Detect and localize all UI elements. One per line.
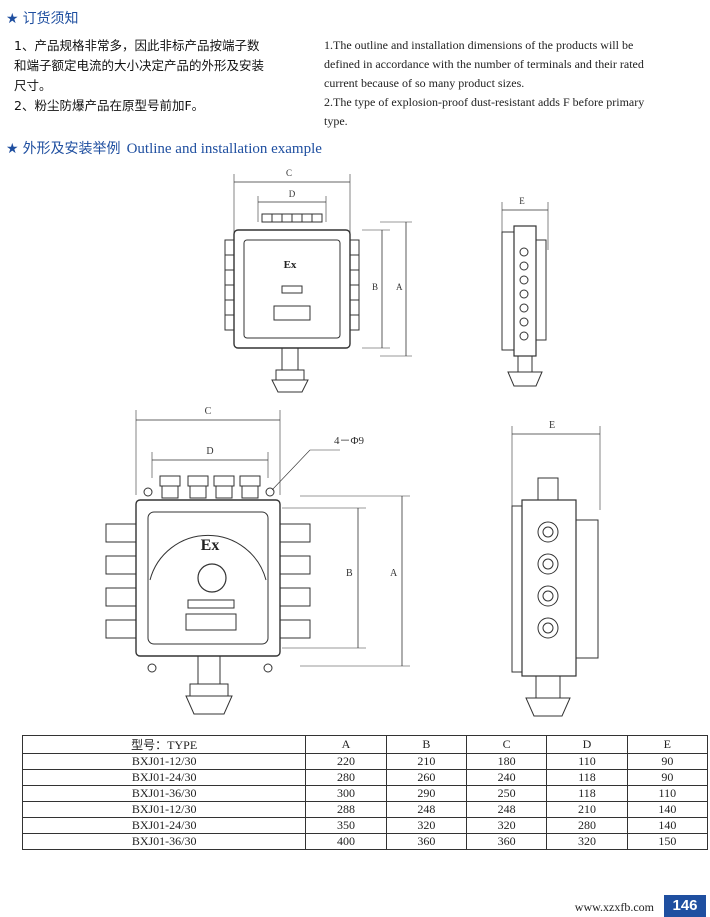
- dim-label-b-large: B: [346, 568, 353, 579]
- footer-url: www.xzxfb.com: [574, 900, 654, 914]
- cell-a: 288: [305, 801, 387, 818]
- header-a: A: [305, 735, 387, 754]
- cell-a: 300: [305, 785, 387, 802]
- header-c: C: [465, 735, 548, 754]
- header-b: B: [385, 735, 467, 754]
- cell-type: BXJ01-12/30: [21, 753, 307, 770]
- table-header-row: 型号：TYPE A B C D E: [21, 735, 709, 754]
- note-line: 1.The outline and installation dimension…: [324, 38, 634, 52]
- cell-d: 110: [546, 753, 628, 770]
- cell-d: 210: [546, 801, 628, 818]
- star-icon: ★: [6, 141, 19, 157]
- cell-c: 250: [465, 785, 548, 802]
- cell-c: 180: [465, 753, 548, 770]
- cell-c: 320: [465, 817, 548, 834]
- note-line: 2.The type of explosion-proof dust-resis…: [324, 95, 645, 109]
- note-line: 和端子额定电流的大小决定产品的外形及安装: [14, 58, 265, 73]
- cell-type: BXJ01-12/30: [21, 801, 307, 818]
- note-line: type.: [324, 114, 348, 128]
- dim-label-c: C: [286, 168, 292, 178]
- cell-d: 118: [546, 769, 628, 786]
- cell-b: 360: [385, 833, 467, 850]
- cell-b: 320: [385, 817, 467, 834]
- note-line: 2、粉尘防爆产品在原型号前加F。: [14, 98, 205, 113]
- cell-a: 220: [305, 753, 387, 770]
- ex-mark-small: Ex: [284, 259, 297, 271]
- header-type: 型号：TYPE: [21, 735, 307, 754]
- dim-label-d-large: D: [206, 446, 213, 457]
- page-number: 146: [664, 895, 706, 917]
- cell-b: 260: [385, 769, 467, 786]
- cell-c: 248: [465, 801, 548, 818]
- cell-type: BXJ01-36/30: [21, 833, 307, 850]
- cell-e: 140: [626, 801, 709, 818]
- cell-e: 90: [626, 769, 709, 786]
- cell-a: 280: [305, 769, 387, 786]
- note-line: current because of so many product sizes…: [324, 76, 525, 90]
- cell-b: 290: [385, 785, 467, 802]
- cell-a: 350: [305, 817, 387, 834]
- small-front-view: C D Ex B: [224, 168, 412, 393]
- ex-mark-large: Ex: [201, 537, 220, 554]
- large-side-view: E: [511, 420, 601, 717]
- dim-label-c-large: C: [205, 406, 212, 417]
- dim-label-b-small: B: [372, 282, 378, 292]
- cell-type: BXJ01-24/30: [21, 817, 307, 834]
- dim-label-a-small: A: [396, 282, 403, 292]
- cell-d: 280: [546, 817, 628, 834]
- cell-d: 320: [546, 833, 628, 850]
- cell-c: 240: [465, 769, 548, 786]
- note-line: defined in accordance with the number of…: [324, 57, 644, 71]
- star-icon: ★: [6, 11, 19, 27]
- ordering-notes-cn: 1、产品规格非常多，因此非标产品按端子数 和端子额定电流的大小决定产品的外形及安…: [14, 36, 264, 116]
- cell-c: 360: [465, 833, 548, 850]
- outline-drawing: C D Ex B: [105, 168, 601, 717]
- ordering-notes-en: 1.The outline and installation dimension…: [324, 36, 709, 131]
- note-line: 1、产品规格非常多，因此非标产品按端子数: [14, 38, 260, 53]
- cell-b: 210: [385, 753, 467, 770]
- cell-d: 118: [546, 785, 628, 802]
- cell-type: BXJ01-36/30: [21, 785, 307, 802]
- cell-e: 110: [626, 785, 709, 802]
- note-line: 尺寸。: [14, 78, 52, 93]
- cell-e: 140: [626, 817, 709, 834]
- header-e: E: [626, 735, 709, 754]
- large-front-view: C D Ex 4－Φ9: [105, 406, 410, 715]
- cell-e: 90: [626, 753, 709, 770]
- cell-a: 400: [305, 833, 387, 850]
- header-d: D: [546, 735, 628, 754]
- small-side-view: E: [501, 196, 549, 387]
- cell-b: 248: [385, 801, 467, 818]
- cell-e: 150: [626, 833, 709, 850]
- hole-note: 4－Φ9: [334, 435, 365, 447]
- ordering-heading: ★订货须知: [6, 11, 79, 27]
- dim-label-a-large: A: [390, 568, 398, 579]
- cell-type: BXJ01-24/30: [21, 769, 307, 786]
- dim-label-e-large: E: [549, 420, 555, 431]
- dim-label-e-small: E: [519, 196, 525, 206]
- dim-label-d: D: [289, 189, 296, 199]
